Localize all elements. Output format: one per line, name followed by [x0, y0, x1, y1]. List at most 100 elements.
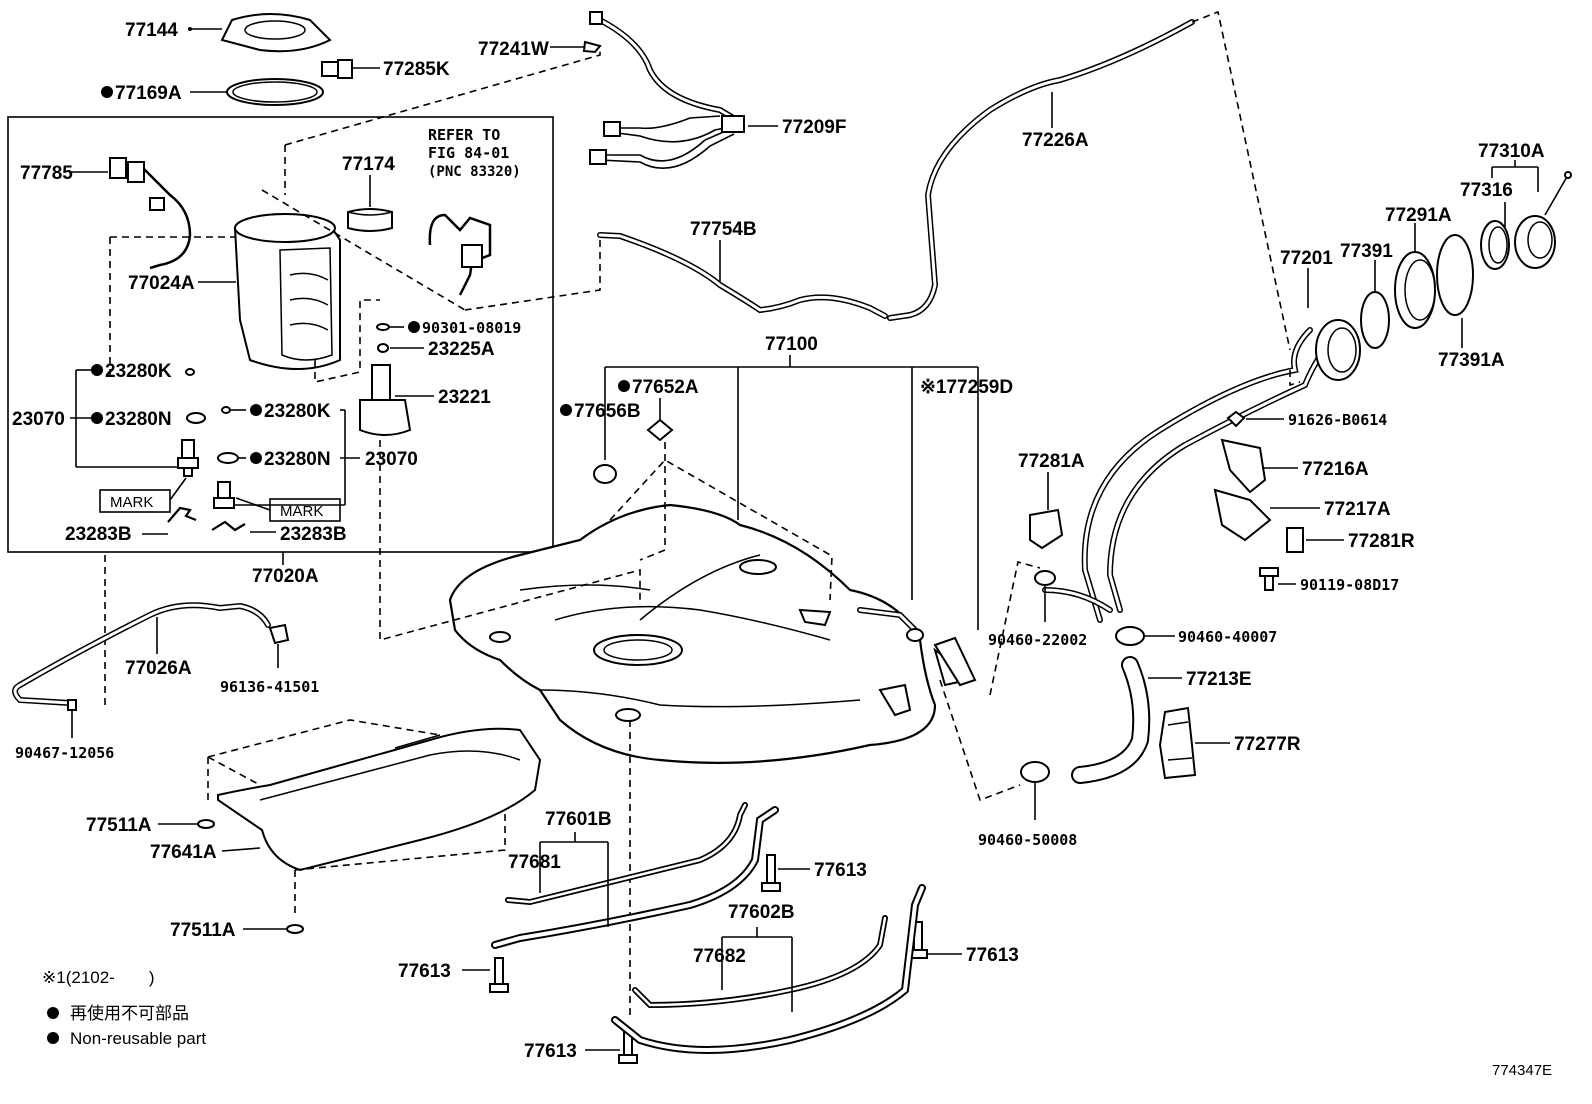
label-77144: 77144 — [125, 20, 178, 41]
label-77281A: 77281A — [1018, 451, 1085, 472]
label-77391A: 77391A — [1438, 350, 1505, 371]
bracket-77217A — [1213, 488, 1272, 542]
fuel-tank-77100 — [448, 503, 970, 764]
clip-77281R — [1286, 527, 1304, 553]
band-77681 — [505, 802, 748, 906]
non-reusable-jp: 再使用不可部品 — [70, 1003, 189, 1023]
fuel-pump-77024A — [233, 213, 341, 370]
o-ring-23280K — [185, 368, 195, 376]
retainer-77174 — [347, 208, 393, 232]
non-reusable-dot — [91, 412, 103, 424]
label-77613-c: 77613 — [398, 961, 451, 982]
clip-90467 — [67, 699, 77, 711]
fuel-tube-77226A — [887, 19, 1195, 321]
label-23280K-b: 23280K — [264, 401, 331, 422]
grommet-77511A-a — [197, 819, 215, 829]
o-ring-23280N — [186, 412, 206, 424]
non-reusable-dot — [91, 364, 103, 376]
cut-off-valve-77259D — [933, 636, 977, 687]
label-23070-a: 23070 — [12, 409, 65, 430]
label-77285K: 77285K — [383, 59, 450, 80]
refer-line-2: FIG 84-01 — [428, 144, 509, 162]
filler-pipe-77201 — [1081, 319, 1361, 623]
bolt-77613-a — [761, 854, 781, 892]
label-77174: 77174 — [342, 154, 395, 175]
hose-77213E — [1071, 656, 1151, 784]
clamp-90460-50008 — [1020, 761, 1050, 783]
legend-dot-en — [47, 1032, 59, 1044]
fuel-hose-77209F — [589, 11, 745, 169]
label-77291A: 77291A — [1385, 205, 1452, 226]
clamp-90460-22002 — [1034, 570, 1056, 586]
o-ring-23280K-b — [221, 406, 231, 414]
bolt-91626 — [1226, 410, 1246, 428]
label-77209F: 77209F — [782, 117, 846, 138]
band-77601B — [491, 806, 779, 949]
fuel-cap-part — [1514, 171, 1572, 269]
label-90460-50008: 90460-50008 — [978, 831, 1077, 849]
label-77613-a: 77613 — [814, 860, 867, 881]
label-77216A: 77216A — [1302, 459, 1369, 480]
plug-77652A — [646, 418, 674, 442]
legend-dot-jp — [47, 1007, 59, 1019]
gasket-part — [226, 78, 324, 106]
label-23283B-a: 23283B — [65, 524, 132, 545]
non-reusable-dot — [408, 321, 420, 333]
filler-housing-part — [1394, 251, 1436, 329]
non-reusable-dot — [250, 452, 262, 464]
non-reusable-dot — [101, 86, 113, 98]
seal-77391A — [1436, 234, 1474, 316]
sender-gauge-part — [428, 213, 492, 296]
label-90119: 90119-08D17 — [1300, 576, 1399, 594]
bracket-77216A — [1220, 438, 1267, 494]
label-77169A: 77169A — [115, 83, 182, 104]
clip-77281A — [1029, 508, 1064, 550]
label-77100: 77100 — [765, 334, 818, 355]
plug-77656B — [593, 464, 617, 484]
clamp-90460-40007 — [1115, 626, 1145, 646]
label-77201: 77201 — [1280, 248, 1333, 269]
label-77652A: 77652A — [632, 377, 699, 398]
label-77641A: 77641A — [150, 842, 217, 863]
connector-clip-part — [321, 59, 353, 79]
fuel-pump-assembly-box — [7, 116, 554, 553]
protector-77277R — [1158, 706, 1197, 780]
label-77026A: 77026A — [125, 658, 192, 679]
label-77602B: 77602B — [728, 902, 795, 923]
label-77682: 77682 — [693, 946, 746, 967]
refer-line-1: REFER TO — [428, 126, 500, 144]
label-77277R: 77277R — [1234, 734, 1301, 755]
seal-77391 — [1360, 291, 1390, 349]
label-77316: 77316 — [1460, 180, 1513, 201]
label-77681: 77681 — [508, 852, 561, 873]
label-77613-d: 77613 — [524, 1041, 577, 1062]
label-23225A: 23225A — [428, 339, 495, 360]
label-77754B: 77754B — [690, 219, 757, 240]
cap-ring-part — [1480, 220, 1510, 270]
label-77241W: 77241W — [478, 39, 549, 60]
label-91626: 91626-B0614 — [1288, 411, 1387, 429]
label-90460-40007: 90460-40007 — [1178, 628, 1277, 646]
label-23070-b: 23070 — [365, 449, 418, 470]
label-77213E: 77213E — [1186, 669, 1252, 690]
mark-label-a: MARK — [110, 494, 153, 511]
non-reusable-dot — [250, 404, 262, 416]
mark-label-b: MARK — [280, 503, 323, 520]
grommet-77511A-b — [286, 924, 304, 934]
label-77511A-a: 77511A — [86, 815, 152, 836]
bolt-90119 — [1259, 567, 1279, 591]
figure-id: 774347E — [1492, 1062, 1552, 1079]
label-77310A: 77310A — [1478, 141, 1545, 162]
band-77682 — [632, 915, 888, 1009]
footnote: ※1(2102- ) — [42, 968, 155, 987]
label-77217A: 77217A — [1324, 499, 1391, 520]
retainer-ring-part — [220, 13, 332, 53]
label-77601B: 77601B — [545, 809, 612, 830]
label-77391: 77391 — [1340, 241, 1393, 262]
wire-harness-77785 — [70, 157, 192, 270]
label-77785: 77785 — [20, 163, 73, 184]
label-77281R: 77281R — [1348, 531, 1415, 552]
label-90301-08019: 90301-08019 — [422, 319, 521, 337]
refer-line-3: (PNC 83320) — [428, 164, 521, 180]
